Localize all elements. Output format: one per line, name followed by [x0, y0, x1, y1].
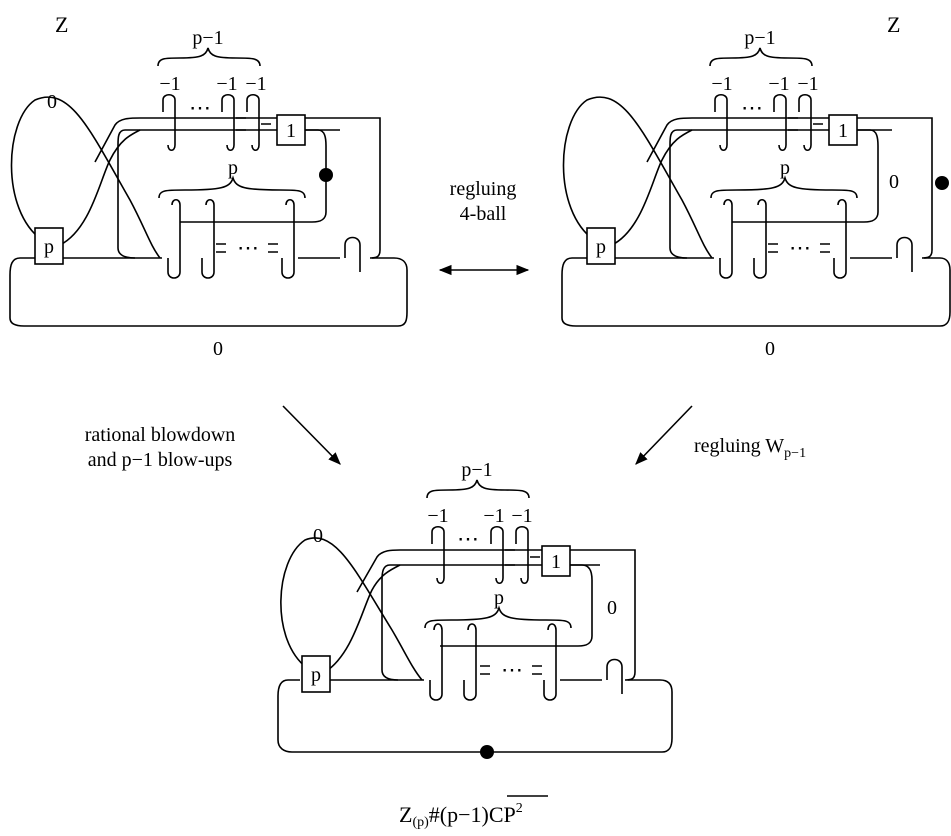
framing-box-1-label: 1 — [286, 120, 296, 142]
coefficient-a: −1 — [711, 73, 732, 95]
right-diagonal-arrow — [635, 405, 693, 465]
coefficient-b: −1 — [216, 73, 237, 95]
coefficient-a: −1 — [427, 505, 448, 527]
framing-box-1-label: 1 — [838, 120, 848, 142]
dotted-circle-marker — [480, 745, 494, 759]
bottom-framing-label: 0 — [213, 338, 223, 360]
regluing-label-line1: regluing — [450, 178, 517, 200]
regluing-label-line2: 4-ball — [460, 203, 507, 225]
ellipsis-top: ⋯ — [741, 95, 763, 120]
framing-box-p — [34, 227, 64, 265]
bottom-framing-label: 0 — [765, 338, 775, 360]
left-arrow-label-line2: and p−1 blow-ups — [88, 449, 233, 471]
coefficient-b: −1 — [483, 505, 504, 527]
result-formula: Z(p)#(p−1)CP2 — [399, 795, 548, 830]
framing-box-p — [301, 655, 331, 693]
framing-box-1-label: 1 — [551, 551, 561, 573]
diagram-title: Z — [887, 12, 900, 37]
coefficient-c: −1 — [245, 73, 266, 95]
framing-box-p-label: p — [596, 236, 606, 258]
diagram-top-right: Z 1 p p−1 −1 −1 — [561, 12, 951, 360]
framing-box-p-label: p — [311, 664, 321, 686]
diagram-title: Z — [55, 12, 68, 37]
bracket-top-label: p−1 — [192, 27, 223, 49]
right-arrow-label: regluing Wp−1 — [694, 435, 806, 461]
link-strands — [277, 479, 673, 753]
coefficient-b: −1 — [768, 73, 789, 95]
ellipsis-top: ⋯ — [189, 95, 211, 120]
arrows: regluing 4-ball rational blowdown and p−… — [85, 178, 806, 471]
side-framing-label: 0 — [607, 597, 617, 619]
left-arrow-label-line1: rational blowdown — [85, 424, 236, 446]
coefficient-a: −1 — [159, 73, 180, 95]
left-diagonal-arrow — [282, 405, 341, 465]
bracket-top-label: p−1 — [744, 27, 775, 49]
bracket-mid-label: p — [494, 587, 504, 609]
coefficient-c: −1 — [511, 505, 532, 527]
loop-framing-label: 0 — [313, 525, 323, 547]
framing-box-1 — [828, 114, 858, 146]
framing-box-1 — [541, 545, 571, 577]
formula-text: Z(p)#(p−1)CP2 — [399, 801, 523, 830]
ellipsis-mid: ⋯ — [789, 235, 811, 260]
ellipsis-mid: ⋯ — [237, 235, 259, 260]
dotted-circle-marker — [319, 168, 333, 182]
ellipsis-top: ⋯ — [457, 526, 479, 551]
bracket-mid-label: p — [780, 157, 790, 179]
diagram-top-left: Z — [9, 12, 408, 360]
link-strands — [9, 47, 408, 327]
framing-box-p-label: p — [44, 236, 54, 258]
bracket-top-label: p−1 — [461, 459, 492, 481]
diagram-bottom: 1 p p−1 −1 −1 −1 ⋯ p ⋯ 0 0 — [277, 459, 673, 759]
loop-framing-label: 0 — [47, 91, 57, 113]
coefficient-c: −1 — [797, 73, 818, 95]
side-framing-label: 0 — [889, 171, 899, 193]
framing-box-1 — [276, 114, 306, 146]
framing-box-p — [586, 227, 616, 265]
ellipsis-mid: ⋯ — [501, 657, 523, 682]
link-strands — [561, 47, 951, 327]
dotted-circle-marker — [935, 176, 949, 190]
bracket-mid-label: p — [228, 157, 238, 179]
